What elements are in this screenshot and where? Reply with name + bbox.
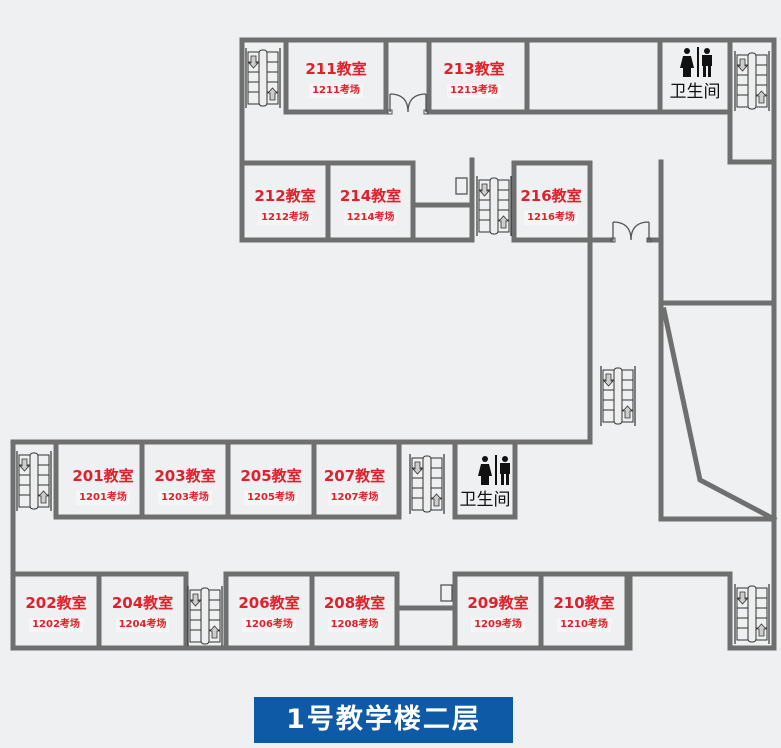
restroom-icon xyxy=(478,455,510,485)
restroom-icon xyxy=(680,47,712,77)
stairs-icon xyxy=(600,365,636,427)
door-icon[interactable] xyxy=(440,584,453,602)
restroom-top[interactable]: 卫生间 xyxy=(660,82,730,102)
double-door-icon[interactable] xyxy=(387,93,429,115)
stairs-icon xyxy=(245,47,281,109)
restroom-label: 卫生间 xyxy=(669,82,721,102)
stairs-icon xyxy=(734,50,770,112)
stairs-icon xyxy=(409,453,445,515)
double-door-icon[interactable] xyxy=(610,221,652,243)
floor-title: 1号教学楼二层 xyxy=(254,697,513,743)
stairs-icon xyxy=(734,583,770,645)
stairs-icon xyxy=(476,175,512,237)
stairs-icon xyxy=(16,450,52,512)
stairs-icon xyxy=(187,585,223,647)
restroom-middle[interactable]: 卫生间 xyxy=(452,490,518,510)
walls xyxy=(10,37,778,651)
restroom-label: 卫生间 xyxy=(459,490,511,510)
door-icon[interactable] xyxy=(455,177,468,195)
